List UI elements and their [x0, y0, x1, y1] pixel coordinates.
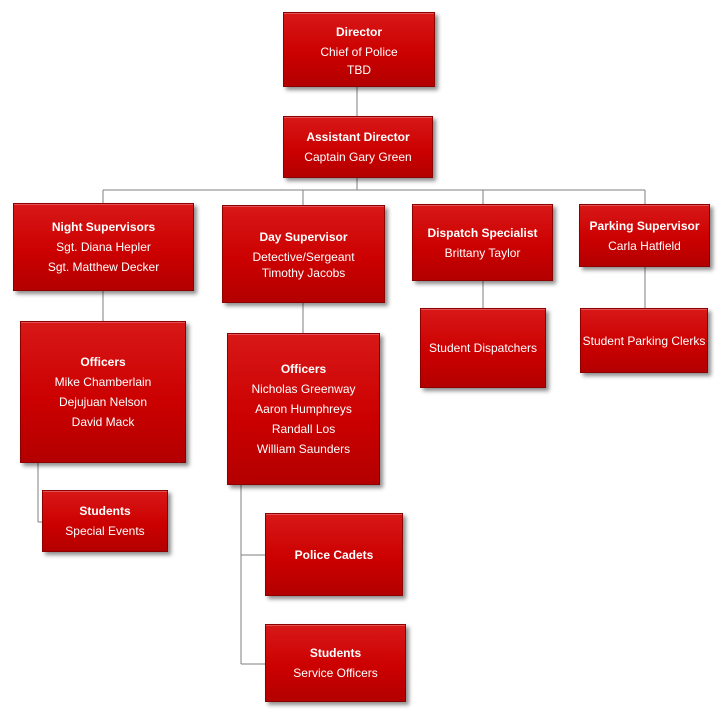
night-officer-3: David Mack — [71, 415, 135, 429]
parking-supervisor-title: Parking Supervisor — [589, 218, 700, 233]
director-line-1: Chief of Police — [320, 44, 398, 59]
assistant-director-title: Assistant Director — [306, 130, 410, 144]
day-officers-box[interactable]: Officers Nicholas Greenway Aaron Humphre… — [227, 333, 380, 485]
director-title: Director — [335, 24, 382, 39]
day-officer-1: Nicholas Greenway — [251, 382, 356, 396]
student-parking-clerks-box[interactable]: Student Parking Clerks — [580, 308, 708, 373]
night-supervisors-line-2: Sgt. Matthew Decker — [47, 260, 160, 274]
parking-supervisor-box[interactable]: Parking Supervisor Carla Hatfield — [579, 204, 710, 267]
student-dispatchers-box[interactable]: Student Dispatchers — [420, 308, 546, 388]
dispatch-specialist-title: Dispatch Specialist — [427, 225, 538, 240]
night-supervisors-box[interactable]: Night Supervisors Sgt. Diana Hepler Sgt.… — [13, 203, 194, 291]
dispatch-specialist-box[interactable]: Dispatch Specialist Brittany Taylor — [412, 204, 553, 281]
director-box[interactable]: Director Chief of Police TBD — [283, 12, 435, 87]
night-officers-title: Officers — [80, 355, 126, 369]
day-supervisor-line-2: Timothy Jacobs — [261, 266, 346, 280]
night-supervisors-title: Night Supervisors — [51, 220, 156, 234]
director-line-2: TBD — [347, 62, 371, 77]
police-cadets-box[interactable]: Police Cadets — [265, 513, 403, 596]
day-supervisor-line-1: Detective/Sergeant — [252, 250, 355, 264]
day-officers-title: Officers — [280, 362, 327, 376]
assistant-director-line-1: Captain Gary Green — [304, 150, 412, 164]
student-parking-clerks-label: Student Parking Clerks — [582, 333, 706, 348]
night-officers-box[interactable]: Officers Mike Chamberlain Dejujuan Nelso… — [20, 321, 186, 463]
police-cadets-title: Police Cadets — [294, 547, 374, 562]
students-special-events-line-1: Special Events — [65, 524, 145, 538]
students-special-events-box[interactable]: Students Special Events — [42, 490, 168, 552]
parking-supervisor-line-1: Carla Hatfield — [608, 238, 681, 253]
day-supervisor-box[interactable]: Day Supervisor Detective/Sergeant Timoth… — [222, 205, 385, 303]
day-officer-2: Aaron Humphreys — [255, 402, 352, 416]
assistant-director-box[interactable]: Assistant Director Captain Gary Green — [283, 116, 433, 178]
night-officer-2: Dejujuan Nelson — [58, 395, 148, 409]
dispatch-specialist-line-1: Brittany Taylor — [444, 245, 521, 260]
students-service-officers-line-1: Service Officers — [293, 666, 378, 680]
night-supervisors-line-1: Sgt. Diana Hepler — [56, 240, 151, 254]
night-officer-1: Mike Chamberlain — [54, 375, 152, 389]
day-officer-3: Randall Los — [271, 422, 336, 436]
day-officer-4: William Saunders — [256, 442, 351, 456]
student-dispatchers-label: Student Dispatchers — [428, 341, 538, 355]
day-supervisor-title: Day Supervisor — [259, 230, 348, 244]
students-service-officers-box[interactable]: Students Service Officers — [265, 624, 406, 702]
students-special-events-title: Students — [79, 504, 131, 518]
students-service-officers-title: Students — [309, 646, 362, 660]
